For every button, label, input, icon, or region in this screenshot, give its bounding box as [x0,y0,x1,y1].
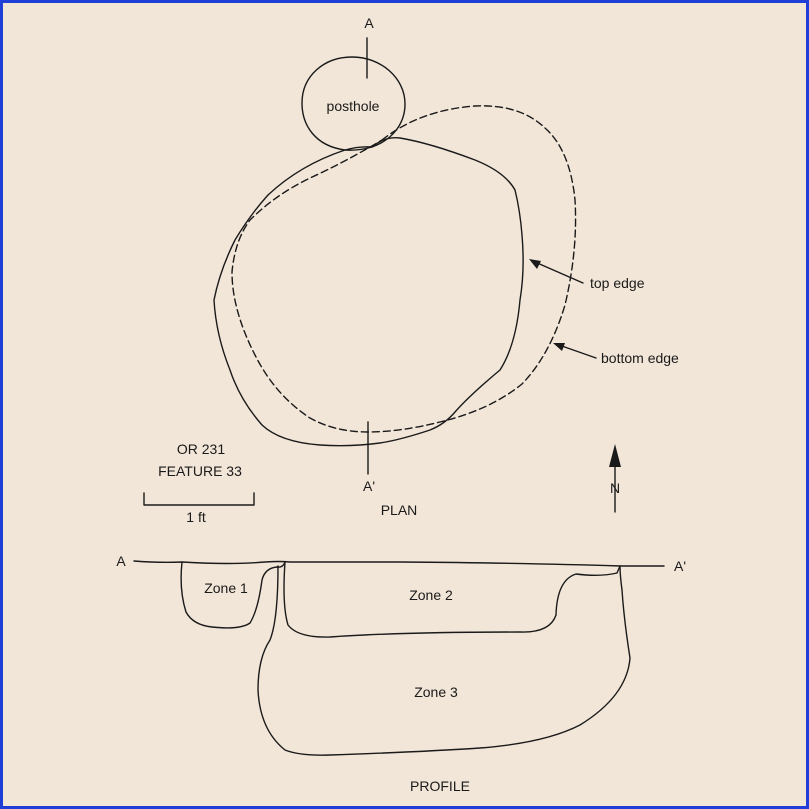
bottom-edge-outline [231,105,577,433]
bottom-edge-leader [553,343,597,359]
zone-3-label: Zone 3 [414,684,458,700]
profile-title: PROFILE [410,778,470,794]
zone-1-outline [180,561,286,629]
zone-3-outline [257,565,631,756]
profile-right-label: A' [673,558,687,574]
north-label: N [609,480,621,496]
feature-number: FEATURE 33 [158,463,242,479]
top-edge-label: top edge [590,275,645,291]
profile-left-label: A [116,553,126,569]
site-number: OR 231 [176,441,226,457]
top-edge-leader [529,259,584,284]
zone-1-label: Zone 1 [204,580,248,596]
scale-bar [143,492,255,506]
zone-2-outline [283,561,621,638]
ground-surface-line [133,560,665,567]
plan-title: PLAN [380,502,418,518]
north-arrow [609,444,621,513]
section-label-bottom: A' [362,478,376,494]
section-label-top: A [364,15,374,31]
zone-2-label: Zone 2 [409,587,453,603]
posthole-label: posthole [326,98,380,114]
scale-label: 1 ft [186,509,206,525]
bottom-edge-label: bottom edge [601,350,679,366]
top-edge-outline [213,137,524,447]
